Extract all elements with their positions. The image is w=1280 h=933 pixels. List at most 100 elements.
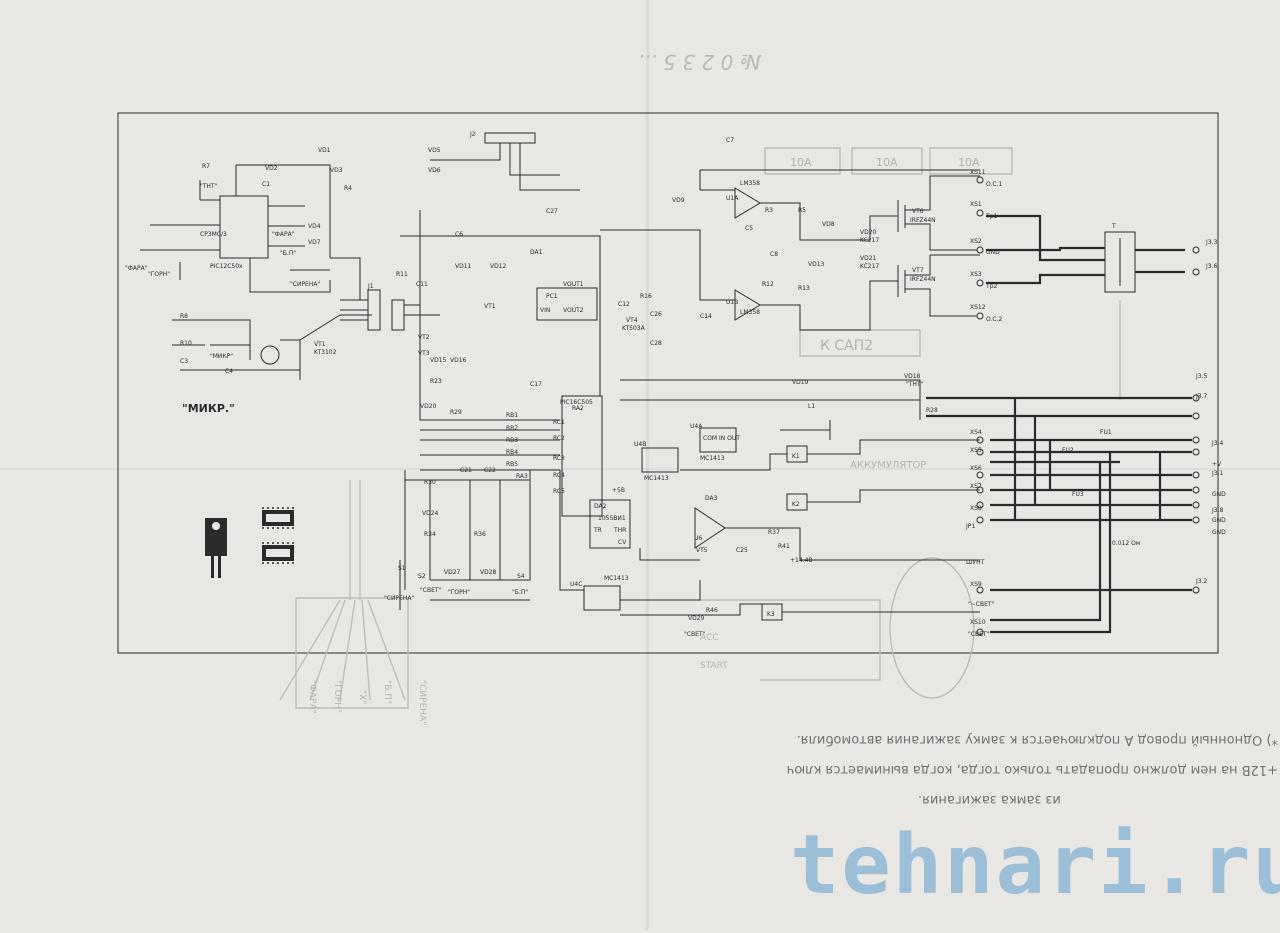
label-vd21: VD21 [860, 255, 877, 262]
label-r34: R34 [424, 531, 436, 538]
label-vd16: VD16 [450, 357, 467, 364]
label-k2: K2 [792, 501, 800, 508]
opamp-u6 [694, 507, 726, 549]
label-s2: S2 [418, 573, 426, 580]
label-r11: R11 [396, 271, 408, 278]
label-c12: C12 [618, 301, 630, 308]
label-gnd-2: GND [1212, 517, 1226, 524]
label-r-shunt: 0.012 Ом [1112, 540, 1140, 547]
label-pc1: PC1 [546, 293, 558, 300]
label-xs8: XS8 [970, 505, 982, 512]
label-vt1: VT1 [314, 341, 326, 348]
paper-fold-horizontal [0, 468, 1280, 470]
label-c22: C22 [484, 467, 496, 474]
label-tp1: Тр1 [985, 213, 997, 220]
label-c7: C7 [726, 137, 734, 144]
label-vd20: VD20 [420, 403, 437, 410]
ghost-10a-1: 10A [790, 156, 812, 169]
label-c4: C4 [225, 368, 233, 375]
label-j3-2: J3.2 [1195, 578, 1207, 585]
transformer-t [1104, 231, 1136, 293]
label-tnt-right: "ТНТ" [906, 381, 924, 388]
label-s1: S1 [398, 565, 406, 572]
label-vd18: VD18 [904, 373, 921, 380]
label-plus14: +14.4В [790, 557, 813, 564]
label-rc3: RC3 [553, 455, 565, 462]
ghost-wire-bundle [279, 480, 406, 701]
label-sirena-bottom: "СИРЕНА" [384, 595, 414, 602]
label-rc4: RC4 [553, 472, 565, 479]
label-mikr: "МИКР" [210, 353, 233, 360]
label-rb1: RB1 [506, 412, 518, 419]
label-lm358b: LM358 [740, 309, 760, 316]
label-xs10: XS10 [970, 619, 986, 626]
label-kc217b: KC217 [860, 263, 879, 270]
label-vd7: VD7 [308, 239, 321, 246]
label-xs11: XS11 [970, 169, 986, 176]
label-vd20b: VD20 [860, 229, 877, 236]
label-u4c: U4C [570, 581, 582, 588]
pencil-annotation: № 0 2 3 5 ... [638, 50, 761, 74]
label-rc5: RC5 [553, 488, 565, 495]
label-thr: THR [613, 527, 626, 534]
ghost-mirror-gorn: "ГОРН" [332, 680, 342, 713]
label-k3: K3 [767, 611, 775, 618]
label-gnd-1: GND [1212, 491, 1226, 498]
label-vt2: VT2 [418, 334, 430, 341]
note-line-3: *) Однонный провод А подключается к замк… [796, 732, 1278, 747]
label-u1b: U1B [726, 299, 738, 306]
label-xs4: XS4 [970, 429, 982, 436]
label-c5: C5 [745, 225, 753, 232]
label-xs1: XS1 [970, 201, 982, 208]
label-vd24: VD24 [422, 510, 439, 517]
label-c21: C21 [460, 467, 472, 474]
label-svet-bottom: "СВЕТ" [420, 587, 442, 594]
label-r16: R16 [640, 293, 652, 300]
output-wiring [926, 214, 1192, 634]
label-vd11: VD11 [455, 263, 472, 270]
label-vt1b: VT1 [484, 303, 496, 310]
ic-da2-555 [589, 499, 631, 549]
ic-pic16c505 [561, 395, 603, 517]
label-vin: VIN [540, 307, 550, 314]
label-r29: R29 [450, 409, 462, 416]
label-l1: L1 [808, 403, 815, 410]
watermark-logo: tehnari.ru [790, 818, 1280, 913]
label-t-trans: T [1111, 223, 1116, 230]
label-bp-bottom: "Б.П" [512, 589, 528, 596]
ic-pc1 [536, 287, 598, 321]
label-oc2: O.C.2 [986, 316, 1002, 323]
label-mikr-big: "МИКР." [182, 402, 235, 415]
label-u4b: U4B [634, 441, 646, 448]
label-r23: R23 [430, 378, 442, 385]
label-j3-1: J3.1 [1211, 470, 1223, 477]
label-tr: TR [593, 527, 602, 534]
label-r13: R13 [798, 285, 810, 292]
label-xs3: XS3 [970, 271, 982, 278]
label-mc1413b: MC1413 [644, 475, 669, 482]
label-vd8: VD8 [822, 221, 835, 228]
label-xs12: XS12 [970, 304, 986, 311]
label-vd28: VD28 [480, 569, 497, 576]
label-gorn-bottom: "ГОРН" [448, 589, 470, 596]
label-rb3: RB3 [506, 437, 518, 444]
ic-u4c [583, 585, 621, 611]
label-xs5: XS5 [970, 447, 982, 454]
label-vout1: VOUT1 [563, 281, 584, 288]
label-svet-xs10: "СВЕТ" [968, 631, 990, 638]
label-c28: C28 [650, 340, 662, 347]
label-c3: C3 [180, 358, 188, 365]
label-vout2: VOUT2 [563, 307, 584, 314]
label-vd12: VD12 [490, 263, 507, 270]
label-rb4: RB4 [506, 449, 518, 456]
label-ra2: RA2 [572, 405, 584, 412]
label-mc1413a: MC1413 [700, 455, 725, 462]
label-j1: J1 [367, 283, 374, 290]
label-vd6: VD6 [428, 167, 441, 174]
label-j3-5: J3.5 [1195, 373, 1207, 380]
label-kc217a: KC217 [860, 237, 879, 244]
label-xs6: XS6 [970, 465, 982, 472]
note-line-2: +12В на нем должно пропадать только тогд… [786, 762, 1278, 777]
label-r12: R12 [762, 281, 774, 288]
ghost-acc: ACC [700, 633, 719, 643]
